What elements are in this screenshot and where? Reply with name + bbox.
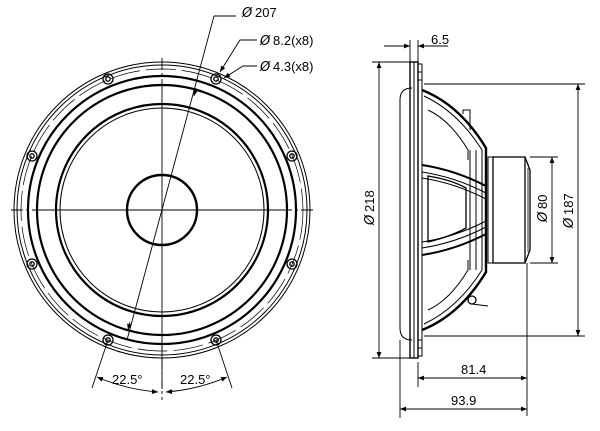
- side-view: [372, 40, 585, 418]
- diameter-symbol: Ø: [562, 217, 577, 229]
- magnet-plate: [487, 156, 494, 264]
- overall-diameter-value: 218: [362, 190, 377, 212]
- side-view-labels: 6.5 Ø 218 Ø 80 Ø 187 81.4 93.9: [362, 32, 577, 408]
- overall-depth-label: 93.9: [451, 393, 476, 408]
- front-view: [11, 15, 313, 400]
- flange-thickness-label: 6.5: [431, 32, 449, 47]
- diameter-symbol: Ø: [259, 60, 271, 75]
- mounting-hole: [26, 150, 38, 162]
- cutout-diameter-value: 187: [561, 193, 576, 215]
- mounting-hole: [102, 73, 114, 85]
- diameter-symbol: Ø: [259, 34, 271, 49]
- mounting-depth-label: 81.4: [461, 362, 486, 377]
- hole-outer-value: 8.2(x8): [273, 33, 313, 48]
- hole-outer-leader: [219, 39, 257, 73]
- diameter-symbol: Ø: [536, 211, 551, 223]
- mounting-holes: [26, 73, 298, 346]
- basket: [421, 88, 489, 332]
- mounting-hole: [286, 150, 298, 162]
- angle-arc-right: [165, 376, 228, 394]
- angle-right-label: 22.5°: [180, 372, 211, 387]
- bolt-circle-value: 207: [255, 5, 277, 20]
- angle-left-label: 22.5°: [112, 372, 143, 387]
- bolt-circle-dimension-line: [126, 15, 215, 341]
- magnet-diameter-value: 80: [535, 195, 550, 209]
- mounting-hole: [26, 258, 38, 270]
- magnet-back-chamfer: [524, 156, 531, 264]
- magnet: [492, 156, 526, 264]
- diameter-symbol: Ø: [363, 214, 378, 226]
- hole-inner-value: 4.3(x8): [273, 59, 313, 74]
- mounting-hole: [210, 73, 222, 85]
- hole-inner-leader: [223, 65, 257, 79]
- front-view-labels: Ø 207 Ø 8.2(x8) Ø 4.3(x8) 22.5° 22.5°: [112, 5, 313, 387]
- mounting-hole: [210, 334, 222, 346]
- mounting-hole: [286, 258, 298, 270]
- surround-profile: [399, 87, 413, 341]
- diameter-symbol: Ø: [241, 6, 253, 21]
- angle-arc-left: [96, 376, 159, 394]
- mounting-hole: [102, 334, 114, 346]
